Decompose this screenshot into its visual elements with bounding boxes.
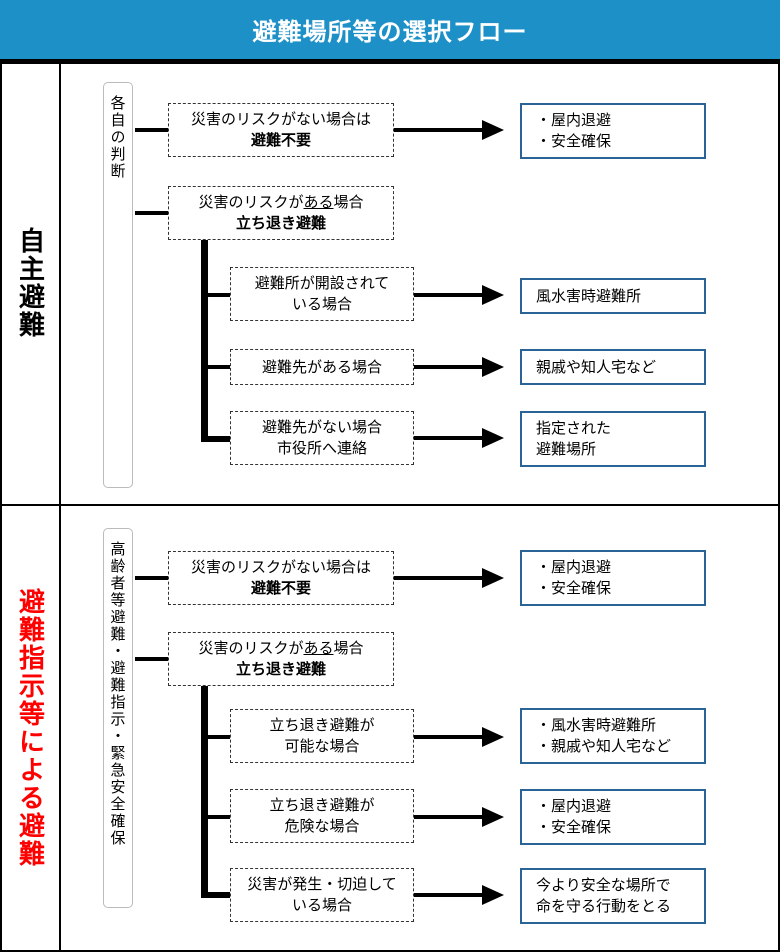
branch-line (201, 892, 231, 898)
branch-line (201, 365, 231, 369)
criteria-box-evacuation-order: 高齢者等避難・避難指示・緊急安全確保 (103, 528, 133, 908)
condition-branch: 避難所が開設されて いる場合 (230, 267, 414, 321)
result-branch: ・風水害時避難所 ・親戚や知人宅など (520, 708, 706, 764)
connector (135, 657, 169, 661)
connector (135, 576, 169, 580)
result-branch: 風水害時避難所 (520, 278, 706, 314)
condition-branch: 立ち退き避難が 可能な場合 (230, 709, 414, 763)
arrow-head (482, 727, 504, 747)
arrow-line (414, 436, 484, 440)
arrow-line (414, 735, 484, 739)
branch-line (201, 436, 231, 442)
arrow-head (482, 885, 504, 905)
condition-no-risk: 災害のリスクがない場合は 避難不要 (168, 551, 394, 605)
arrow-head (482, 428, 504, 448)
result-branch: ・屋内退避 ・安全確保 (520, 789, 706, 845)
result-no-risk: ・屋内退避 ・安全確保 (520, 103, 706, 159)
criteria-box-voluntary: 各自の判断 (103, 82, 133, 488)
title-bar: 避難場所等の選択フロー (0, 0, 780, 62)
section-divider (0, 504, 780, 506)
flow-frame (0, 62, 780, 952)
trunk-line (201, 686, 208, 898)
arrow-line (414, 893, 484, 897)
branch-line (201, 293, 231, 297)
connector (135, 211, 169, 215)
page-title: 避難場所等の選択フロー (252, 18, 528, 46)
condition-branch: 立ち退き避難が 危険な場合 (230, 789, 414, 843)
result-branch: 今より安全な場所で 命を守る行動をとる (520, 868, 706, 924)
condition-branch: 避難先がある場合 (230, 349, 414, 385)
arrow-head (482, 285, 504, 305)
condition-no-risk: 災害のリスクがない場合は 避難不要 (168, 103, 394, 157)
condition-risk: 災害のリスクがある場合 立ち退き避難 (168, 186, 394, 240)
result-branch: 親戚や知人宅など (520, 349, 706, 385)
section-label-evacuation-order: 避難指示等による避難 (14, 588, 45, 868)
label-column-divider (59, 62, 61, 952)
result-branch: 指定された 避難場所 (520, 411, 706, 467)
arrow-head (482, 357, 504, 377)
condition-risk: 災害のリスクがある場合 立ち退き避難 (168, 632, 394, 686)
arrow-head (482, 807, 504, 827)
arrow-line (414, 365, 484, 369)
arrow-line (394, 576, 484, 580)
connector (135, 128, 169, 132)
arrow-line (394, 128, 484, 132)
arrow-line (414, 293, 484, 297)
condition-branch: 災害が発生・切迫して いる場合 (230, 868, 414, 922)
arrow-head (482, 120, 504, 140)
branch-line (201, 815, 231, 819)
trunk-line (201, 240, 208, 442)
arrow-head (482, 568, 504, 588)
branch-line (201, 735, 231, 739)
section-label-voluntary: 自主避難 (14, 227, 45, 339)
result-no-risk: ・屋内退避 ・安全確保 (520, 550, 706, 606)
arrow-line (414, 815, 484, 819)
condition-branch: 避難先がない場合 市役所へ連絡 (230, 411, 414, 465)
